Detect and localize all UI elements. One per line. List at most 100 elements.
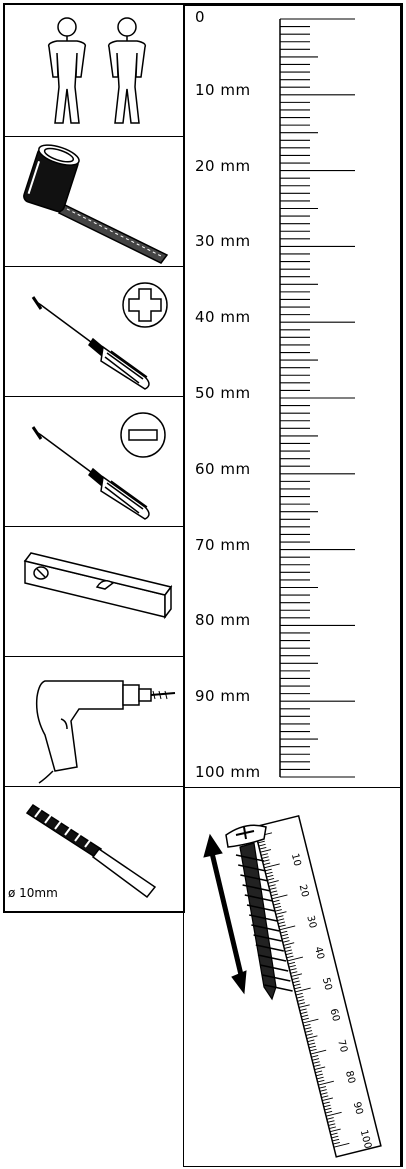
flat-screwdriver-icon: [31, 412, 166, 520]
screw-ruler-label: 30: [304, 914, 318, 929]
screw-ruler-tick: [325, 1110, 333, 1114]
drill-bit-icon: [25, 803, 157, 899]
screw-ruler-tick: [289, 968, 297, 971]
screw-ruler-tick: [315, 1070, 323, 1074]
screw-ruler-tick: [288, 961, 296, 965]
screw-ruler-label: 100: [358, 1129, 373, 1150]
screw-ruler-tick: [270, 890, 278, 894]
tool-cell-drill: [5, 657, 183, 787]
screw-ruler-tick: [308, 1045, 316, 1049]
tools-column: [3, 3, 185, 913]
screw-ruler-tick: [286, 955, 294, 959]
screw-ruler-tick: [265, 871, 273, 875]
screw-ruler-tick: [309, 1048, 317, 1052]
screw-ruler-tick: [271, 893, 279, 897]
length-arrow-icon: [203, 833, 247, 995]
screw-ruler-tick: [322, 1097, 334, 1102]
screw-ruler-tick: [312, 1061, 320, 1064]
screw-ruler-tick: [329, 1126, 337, 1130]
screw-ruler-tick: [287, 956, 304, 962]
ruler-label: 50 mm: [195, 384, 251, 402]
screw-ruler-tick: [329, 1128, 341, 1133]
screw-ruler-tick: [281, 933, 289, 937]
screw-ruler-tick: [327, 1120, 335, 1123]
screw-ruler-tick: [313, 1064, 321, 1067]
screw-ruler-tick: [318, 1080, 334, 1086]
screw-ruler-tick: [333, 1142, 350, 1148]
ruler-label: 60 mm: [195, 459, 251, 478]
screw-ruler-label: 70: [335, 1039, 349, 1054]
ruler-label: 30 mm: [195, 232, 251, 251]
screw-ruler-label: 90: [351, 1101, 365, 1116]
screw-ruler-tick: [264, 863, 280, 869]
screw-ruler-tick: [299, 1008, 307, 1012]
screw-ruler-tick: [267, 878, 275, 881]
screw-ruler-tick: [331, 1135, 339, 1139]
ruler-label: 20 mm: [195, 156, 251, 175]
screw-ruler-tick: [323, 1104, 331, 1108]
ruler-label: 70 mm: [195, 535, 251, 554]
screw-ruler-tick: [307, 1039, 315, 1043]
screw-ruler-tick: [285, 952, 293, 956]
screw-ruler-tick: [332, 1138, 340, 1142]
mm-ruler: [279, 18, 355, 778]
screw-ruler-tick: [314, 1066, 326, 1071]
screw-ruler-tick: [272, 899, 280, 903]
screw-ruler-tick: [291, 977, 299, 980]
screw-ruler-tick: [278, 924, 286, 928]
screw-ruler-tick: [295, 987, 311, 993]
tool-cell-level: [5, 527, 183, 657]
screw-ruler-tick: [326, 1117, 334, 1120]
screw-ruler-tick: [298, 1002, 306, 1005]
screw-ruler-tick: [259, 846, 267, 850]
drill-bit-diameter-label: ø 10mm: [8, 886, 58, 900]
two-persons-icon: [47, 17, 147, 124]
screw-ruler-tick: [315, 1073, 323, 1077]
tilted-ruler: [253, 814, 382, 1158]
ruler-label: 80 mm: [195, 611, 251, 630]
screw-ruler-tick: [330, 1132, 338, 1136]
screw-ruler-tick: [260, 853, 268, 856]
screw-ruler-tick: [273, 902, 281, 906]
screw-ruler-tick: [320, 1092, 328, 1095]
screw-ruler-tick: [293, 983, 301, 987]
screw-ruler-tick: [274, 905, 282, 909]
screw-ruler-tick: [328, 1123, 336, 1126]
screw-ruler-tick: [281, 937, 289, 940]
screw-ruler-tick: [296, 996, 304, 999]
screw-ruler-tick: [295, 992, 303, 996]
screw-ruler-tick: [300, 1011, 308, 1015]
screw-ruler-tick: [308, 1042, 316, 1046]
screw-ruler-label: 10: [289, 852, 303, 867]
screw-ruler-tick: [268, 884, 276, 887]
screw-ruler-tick: [257, 840, 265, 844]
screw-ruler-tick: [292, 980, 300, 984]
screw-ruler-tick: [325, 1111, 342, 1117]
screw-ruler-tick: [288, 964, 296, 968]
screw-ruler-tick: [332, 1141, 340, 1145]
ruler-label: 90 mm: [195, 687, 251, 706]
ruler-label: 100 mm: [195, 763, 261, 781]
screw-ruler-label: 80: [343, 1070, 357, 1085]
screw-ruler-tick: [311, 1055, 319, 1058]
screw-icon: [225, 824, 293, 1001]
screw-ruler-tick: [304, 1027, 312, 1030]
screw-ruler-tick: [312, 1058, 320, 1061]
screw-ruler-tick: [302, 1018, 319, 1024]
screw-ruler-tick: [277, 918, 285, 921]
screw-ruler-tick: [306, 1035, 318, 1039]
screw-ruler-tick: [263, 862, 271, 866]
ruler-label: 40 mm: [195, 308, 251, 327]
screw-ruler-tick: [261, 856, 269, 859]
screw-ruler-tick: [294, 986, 302, 990]
screw-ruler-label: 60: [328, 1008, 342, 1023]
screw-ruler-tick: [303, 1023, 311, 1027]
screw-ruler-tick: [269, 887, 277, 890]
screw-ruler-tick: [277, 921, 285, 925]
screw-ruler-tick: [316, 1076, 324, 1080]
ruler-label: 0: [195, 8, 206, 26]
screw-ruler-tick: [301, 1014, 309, 1018]
